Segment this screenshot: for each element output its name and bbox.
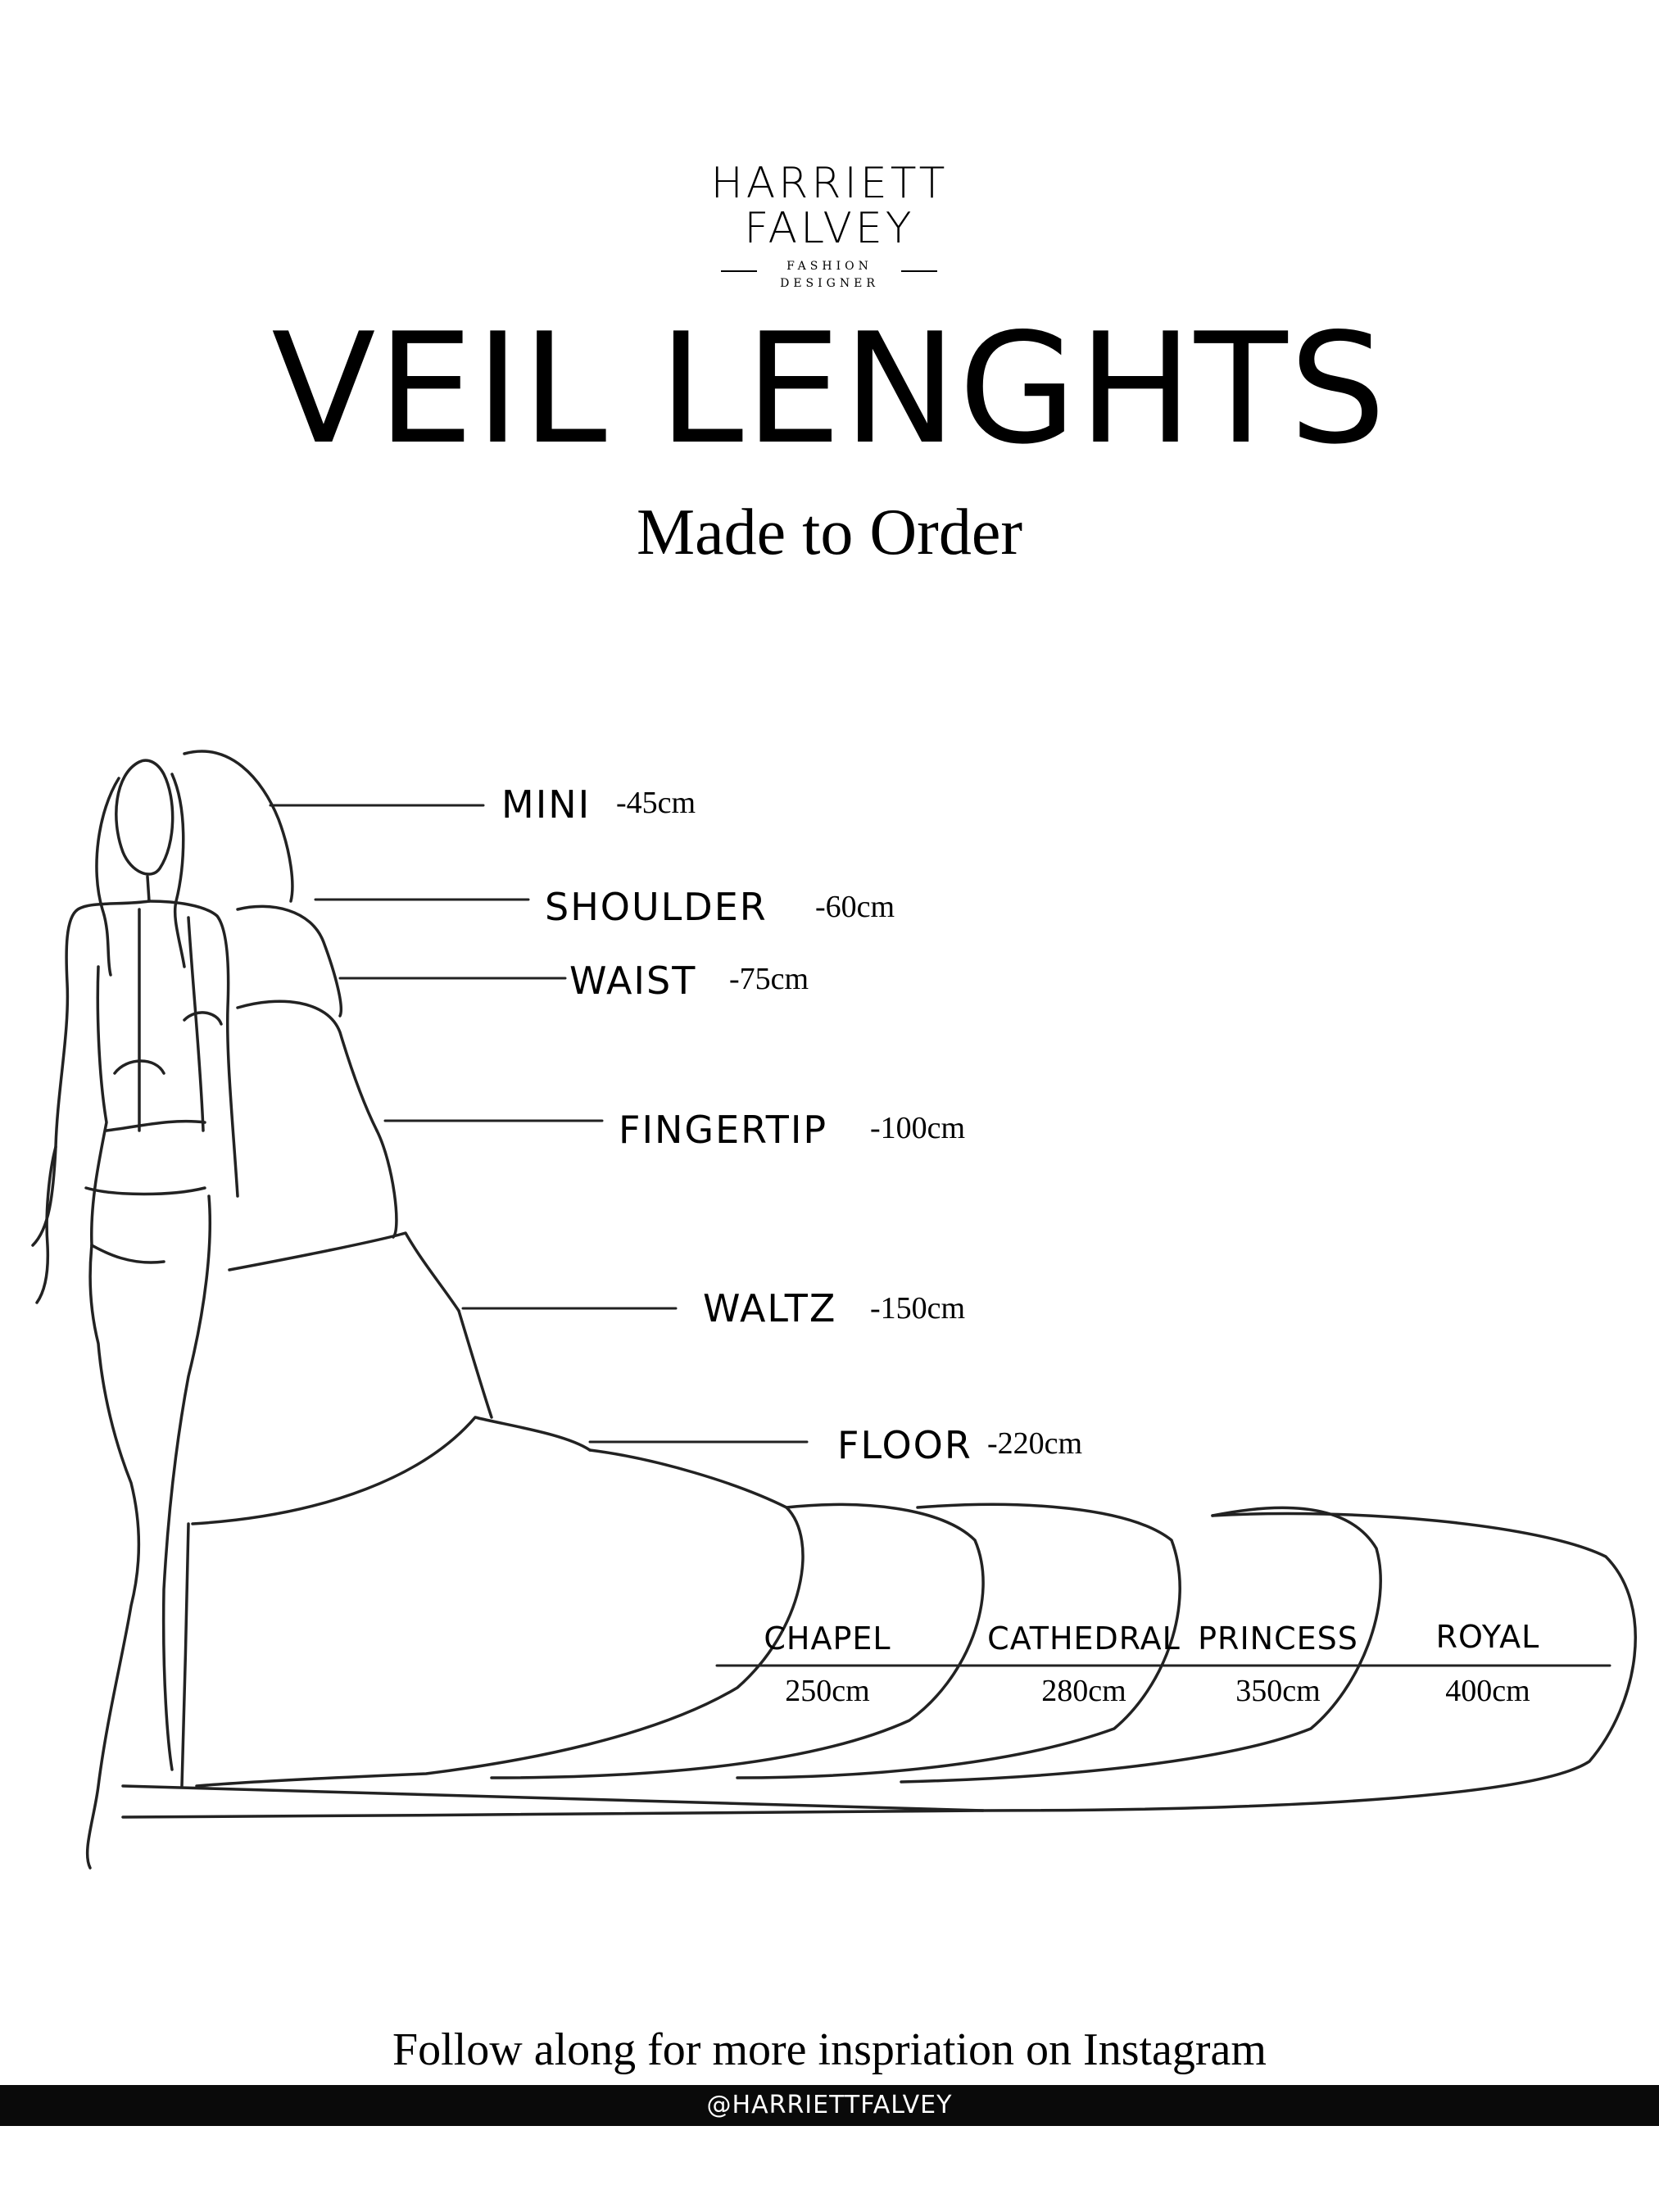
train-label-royal: ROYAL	[1435, 1619, 1540, 1655]
train-length-princess: 350cm	[1235, 1674, 1321, 1708]
footer-bar	[0, 2085, 1659, 2126]
veil-label-waist: WAIST	[569, 959, 697, 1003]
footer-text: Follow along for more inspriation on Ins…	[392, 2024, 1267, 2075]
veil-length-waltz: -150cm	[870, 1291, 966, 1326]
figure-outline	[31, 759, 239, 1870]
veil-length-shoulder: -60cm	[815, 890, 895, 924]
veil-label-fingertip: FINGERTIP	[619, 1108, 828, 1152]
brand-tagline-line1: FASHION	[786, 260, 873, 273]
brand-name-line1: HARRIETT	[710, 159, 949, 208]
train-label-cathedral: CATHEDRAL	[987, 1620, 1181, 1657]
page-title: VEIL LENGHTS	[271, 300, 1388, 478]
brand-name-line2: FALVEY	[744, 204, 915, 253]
veil-label-waltz: WALTZ	[703, 1286, 837, 1330]
veil-layers	[121, 750, 1637, 1819]
brand-tagline-line2: DESIGNER	[780, 277, 879, 290]
train-label-princess: PRINCESS	[1198, 1620, 1358, 1657]
brand-divider-right	[901, 270, 937, 272]
veil-length-fingertip: -100cm	[870, 1111, 966, 1145]
veil-length-floor: -220cm	[987, 1426, 1083, 1461]
brand-divider-left	[721, 270, 757, 272]
veil-label-shoulder: SHOULDER	[545, 885, 768, 929]
page-subtitle: Made to Order	[637, 496, 1022, 569]
instagram-handle[interactable]: @HARRIETTFALVEY	[706, 2091, 953, 2119]
train-length-royal: 400cm	[1445, 1674, 1530, 1708]
train-label-chapel: CHAPEL	[764, 1620, 891, 1657]
veil-label-floor: FLOOR	[837, 1423, 972, 1467]
train-length-cathedral: 280cm	[1041, 1674, 1126, 1708]
veil-label-mini: MINI	[501, 782, 592, 827]
veil-length-mini: -45cm	[616, 786, 696, 820]
leader-lines	[269, 804, 1611, 1667]
train-length-chapel: 250cm	[785, 1674, 870, 1708]
veil-length-waist: -75cm	[729, 962, 809, 996]
